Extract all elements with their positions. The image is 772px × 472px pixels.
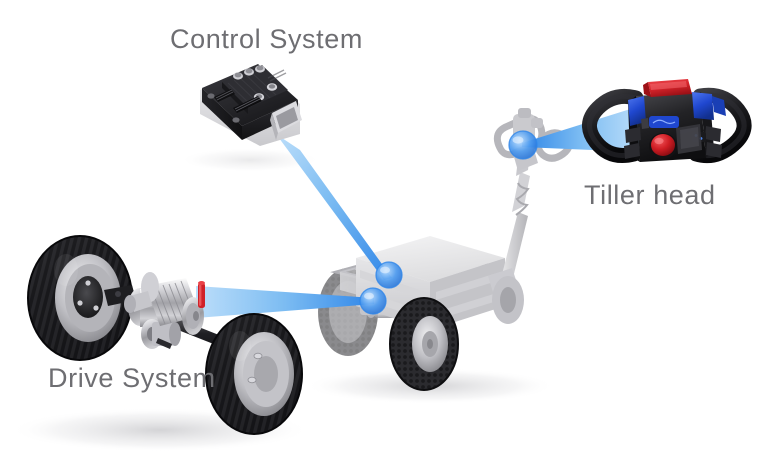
drive-right-wheel[interactable] (205, 313, 303, 435)
drive-red-marker-pin (198, 281, 205, 308)
hotspot-drive-system[interactable] (359, 287, 387, 315)
hotspot-control-system[interactable] (375, 261, 403, 289)
tiller-speed-levers-right[interactable] (705, 126, 722, 158)
beam-tiller-head (522, 106, 640, 152)
vehicle-front-caster-wheel (492, 276, 524, 324)
tiller-head-module[interactable] (582, 79, 752, 164)
control-system-module[interactable] (200, 64, 302, 146)
controller-output-plug (270, 101, 302, 140)
tiller-blue-collars (628, 92, 726, 126)
beam-control-system (276, 134, 392, 280)
drive-left-wheel[interactable] (27, 235, 133, 361)
callout-label-drive-system: Drive System (48, 363, 216, 393)
drive-electric-motor[interactable] (124, 272, 204, 335)
callout-label-tiller-head: Tiller head (584, 180, 716, 210)
hotspot-tiller-head[interactable] (508, 130, 538, 160)
vehicle-rear-right-wheel (389, 297, 459, 391)
tiller-display-badge (649, 116, 679, 128)
controller-logo (267, 69, 287, 82)
tiller-speed-levers-left[interactable] (624, 118, 649, 159)
tiller-emergency-stop-button[interactable] (649, 133, 677, 159)
callout-label-control-system: Control System (170, 24, 363, 54)
controller-power-terminals (233, 65, 265, 80)
tiller-red-top-cap (643, 79, 692, 97)
beam-drive-system (196, 286, 374, 318)
controller-signal-connectors (214, 89, 262, 113)
drive-system-module[interactable] (27, 235, 303, 435)
